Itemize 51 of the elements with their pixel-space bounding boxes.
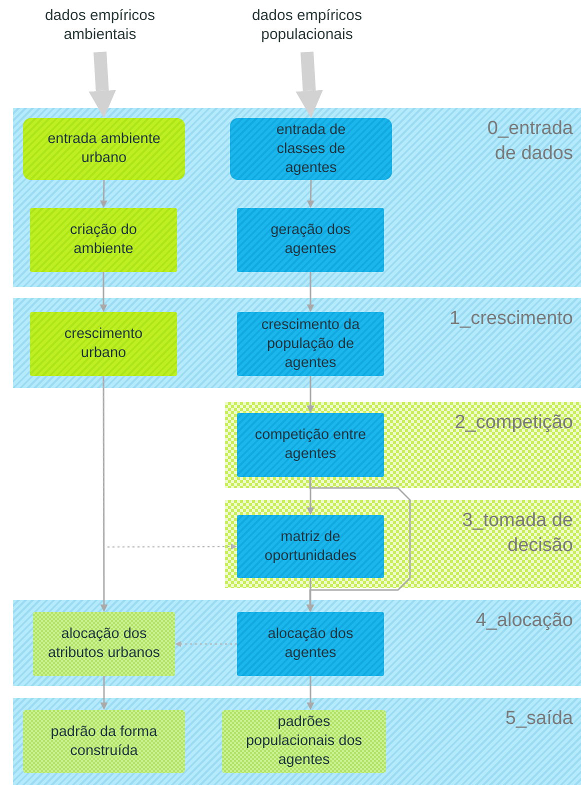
arrow	[100, 376, 108, 612]
process-box	[237, 612, 384, 676]
phase-band	[13, 600, 581, 686]
source-text: dados empíricos populacionais	[232, 6, 382, 52]
box-label: crescimento urbano	[63, 325, 144, 363]
process-box	[23, 118, 185, 180]
phase-title: 1_crescimento	[449, 307, 573, 331]
box-label: padrão da forma construída	[50, 722, 158, 760]
process-box	[33, 612, 175, 676]
arrow	[306, 477, 411, 612]
dotted-arrow	[175, 641, 237, 647]
arrow	[306, 578, 314, 612]
box-label: criação do ambiente	[69, 221, 138, 259]
phase-band	[13, 108, 581, 287]
box-label: alocação dos atributos urbanos	[46, 625, 162, 663]
arrow	[306, 477, 314, 515]
phase-band	[225, 402, 581, 488]
phase-band	[225, 500, 581, 588]
arrow	[306, 676, 314, 710]
box-label: entrada ambiente urbano	[46, 130, 162, 168]
phase-title: 5_saída	[505, 707, 573, 731]
process-box	[230, 118, 392, 180]
arrow	[306, 180, 314, 208]
process-box	[237, 413, 384, 477]
process-box	[30, 208, 177, 272]
box-label: competição entre agentes	[254, 426, 368, 464]
phase-title: 0_entrada de dados	[486, 117, 573, 166]
process-box	[237, 208, 384, 272]
box-label: matriz de oportunidades	[264, 528, 358, 566]
box-label: padrões populacionais dos agentes	[244, 713, 364, 770]
process-box	[237, 515, 384, 578]
process-box	[222, 710, 386, 773]
arrow	[306, 272, 314, 312]
input-arrow	[296, 52, 323, 118]
process-box	[23, 710, 185, 773]
phase-band	[13, 298, 581, 388]
box-label: geração dos agentes	[270, 221, 352, 259]
box-label: entrada de classes de agentes	[275, 120, 347, 178]
process-box	[30, 312, 177, 376]
phase-band	[13, 698, 581, 785]
dotted-arrow	[102, 376, 237, 550]
arrow	[100, 180, 108, 208]
arrow	[100, 272, 108, 312]
source-text: dados empíricos ambientais	[25, 6, 175, 52]
arrow	[306, 376, 314, 413]
phase-title: 4_alocação	[476, 609, 573, 633]
arrow	[100, 676, 108, 710]
process-box	[237, 312, 384, 376]
box-label: alocação dos agentes	[266, 625, 354, 663]
box-label: crescimento da população de agentes	[260, 316, 361, 372]
input-arrow	[88, 52, 116, 118]
